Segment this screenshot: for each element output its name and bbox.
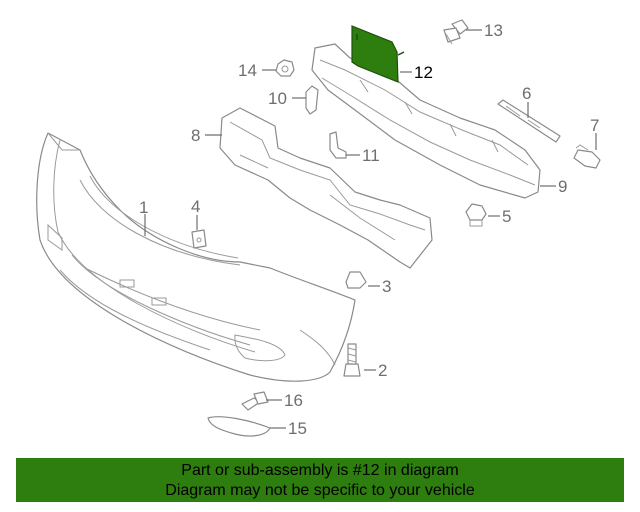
part-5-nut[interactable] [465, 203, 487, 227]
part-14-nut[interactable] [275, 59, 295, 77]
callout-12: 12 [414, 63, 433, 82]
part-11-clip-bracket[interactable] [329, 131, 347, 159]
callout-2: 2 [378, 361, 387, 380]
notice-banner: Part or sub-assembly is #12 in diagram D… [16, 458, 624, 502]
callout-16: 16 [284, 391, 303, 410]
parts-diagram: 1 2 3 4 5 6 7 8 9 10 11 12 13 14 15 16 [36, 19, 601, 438]
callout-9: 9 [558, 177, 567, 196]
callout-15: 15 [288, 419, 307, 438]
part-7-push-clip[interactable] [573, 144, 601, 169]
callout-13: 13 [484, 21, 503, 40]
leader-lines [144, 29, 597, 429]
part-1-bumper-cover[interactable] [36, 132, 356, 382]
part-10-hook-bracket[interactable] [305, 85, 319, 115]
part-8-energy-absorber[interactable] [219, 107, 433, 269]
callout-10: 10 [268, 89, 287, 108]
callout-11: 11 [362, 146, 380, 165]
part-15-reflector[interactable] [207, 416, 271, 437]
part-13-bolt[interactable] [443, 19, 469, 45]
callout-8: 8 [191, 126, 200, 145]
part-4-clip[interactable] [191, 229, 207, 249]
callout-4: 4 [191, 197, 200, 216]
notice-line-1: Part or sub-assembly is #12 in diagram [181, 462, 459, 479]
callout-3: 3 [382, 277, 391, 296]
callout-1: 1 [139, 198, 148, 217]
part-12-bracket[interactable] [351, 25, 405, 83]
notice-line-2: Diagram may not be specific to your vehi… [165, 482, 475, 499]
callout-6: 6 [522, 84, 531, 103]
callout-7: 7 [590, 116, 599, 135]
part-6-strip[interactable] [497, 99, 561, 143]
part-2-bolt[interactable] [343, 343, 361, 377]
callout-14: 14 [238, 61, 257, 80]
part-16-screw[interactable] [241, 391, 269, 411]
callout-5: 5 [502, 207, 511, 226]
part-3-clip[interactable] [345, 271, 367, 289]
